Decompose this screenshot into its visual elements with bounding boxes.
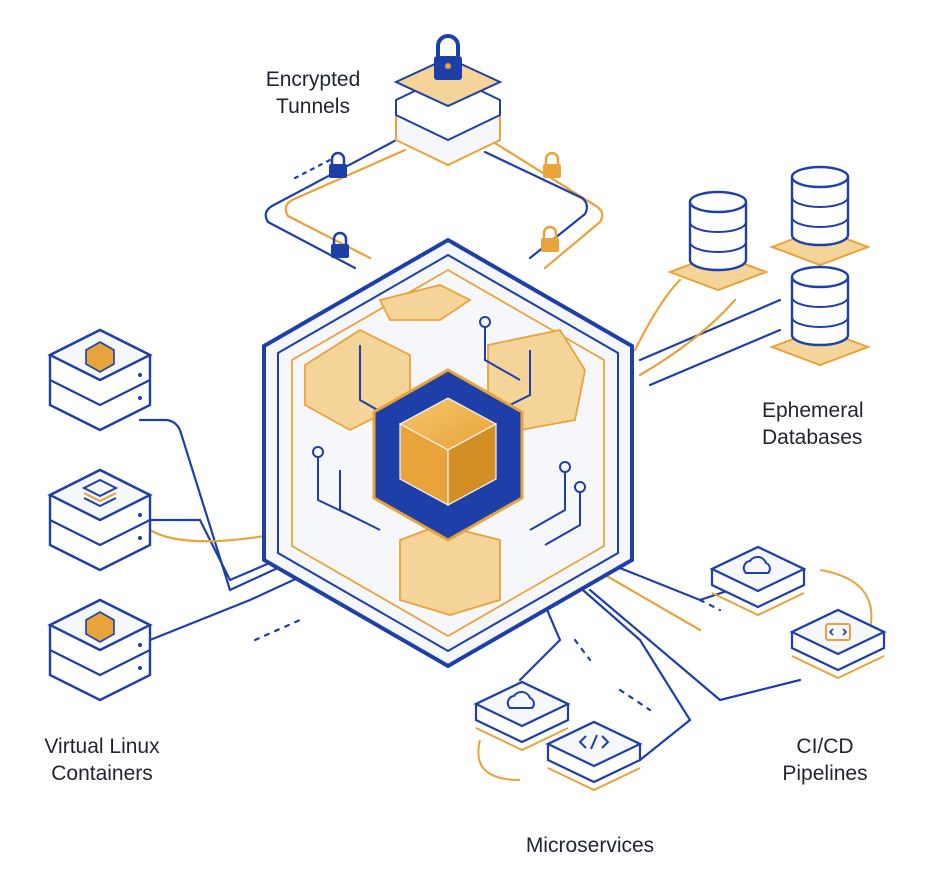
code-icon xyxy=(578,734,610,750)
cube-icon xyxy=(85,341,115,373)
cloud-icon xyxy=(742,556,771,574)
label-line: Ephemeral xyxy=(762,399,864,422)
label-line: Containers xyxy=(51,762,153,785)
label-line: Databases xyxy=(762,426,863,449)
service-tile xyxy=(473,680,571,752)
padlock-icon xyxy=(329,151,347,178)
ci-cd-pipelines-node xyxy=(709,545,887,680)
database-cylinder-icon xyxy=(667,190,769,292)
database-cylinder-icon xyxy=(769,165,871,267)
service-tile xyxy=(789,608,887,680)
label-line: Microservices xyxy=(525,834,655,857)
padlock-icon xyxy=(434,34,462,80)
label-microservices: Microservices xyxy=(500,832,680,859)
central-hub xyxy=(262,237,634,669)
label-ci-cd-pipelines: CI/CD Pipelines xyxy=(770,733,880,787)
padlock-icon xyxy=(541,225,559,252)
code-icon xyxy=(825,623,851,641)
virtual-linux-containers-node xyxy=(47,328,153,702)
container-stack xyxy=(47,468,153,572)
encrypted-tunnels-node xyxy=(393,34,503,167)
service-tile xyxy=(545,720,643,792)
label-encrypted-tunnels: Encrypted Tunnels xyxy=(248,66,378,120)
container-stack xyxy=(47,328,153,432)
layers-icon xyxy=(81,478,119,508)
label-virtual-linux-containers: Virtual Linux Containers xyxy=(28,733,176,787)
tunnel-padlocks xyxy=(329,151,561,258)
container-stack xyxy=(47,598,153,702)
label-line: Pipelines xyxy=(782,762,868,785)
ephemeral-databases-node xyxy=(667,165,871,367)
database-cylinder-icon xyxy=(769,265,871,367)
label-line: CI/CD xyxy=(796,735,854,758)
label-ephemeral-databases: Ephemeral Databases xyxy=(762,397,912,451)
cube-icon xyxy=(372,368,524,542)
padlock-icon xyxy=(331,231,349,258)
label-line: Encrypted xyxy=(265,68,361,91)
cloud-icon xyxy=(506,691,535,709)
cube-icon xyxy=(85,611,115,643)
padlock-icon xyxy=(543,151,561,178)
label-line: Tunnels xyxy=(276,95,350,118)
microservices-node xyxy=(473,680,643,792)
label-line: Virtual Linux xyxy=(44,735,160,758)
service-tile xyxy=(709,545,807,617)
